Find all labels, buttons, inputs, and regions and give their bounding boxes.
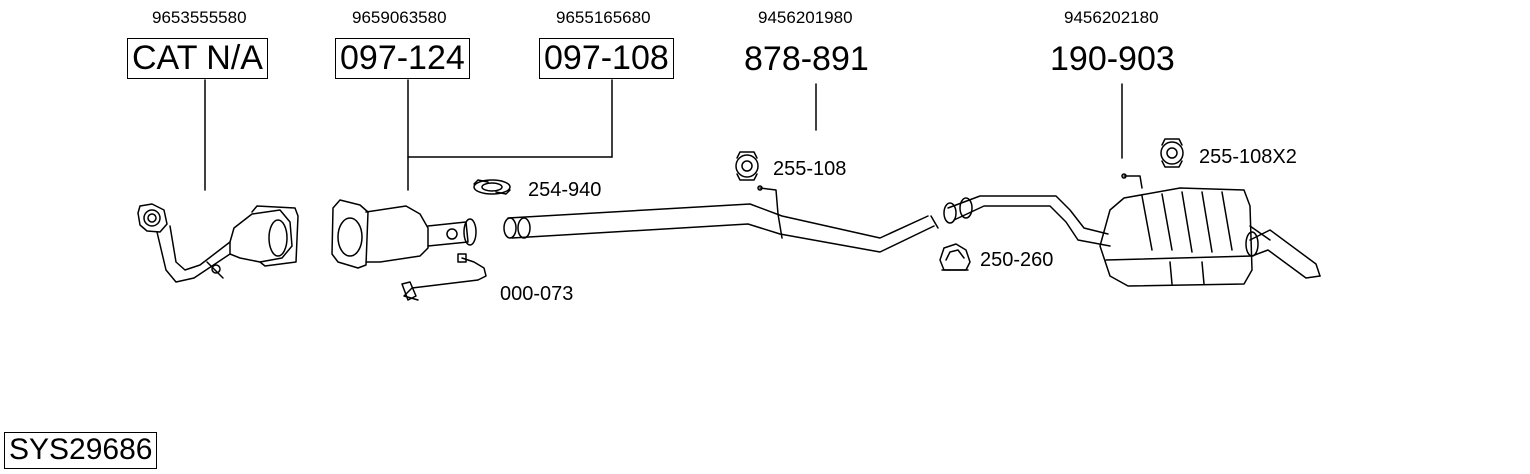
accessory-label-255-108x2[interactable]: 255-108X2: [1199, 146, 1297, 168]
part-label-190-903[interactable]: 190-903: [1050, 40, 1175, 78]
rubber-mount-255-108-icon[interactable]: [736, 152, 758, 180]
accessory-label-255-108[interactable]: 255-108: [773, 158, 847, 180]
oem-number-878-891: 9456201980: [758, 8, 853, 27]
clamp-250-260-icon[interactable]: [940, 244, 970, 270]
part-label-097-124[interactable]: 097-124: [335, 38, 470, 79]
rubber-mount-255-108x2-icon[interactable]: [1161, 139, 1183, 167]
filter-assembly-part[interactable]: [332, 200, 486, 300]
accessory-label-000-073[interactable]: 000-073: [500, 283, 574, 305]
system-code-label: SYS29686: [4, 432, 158, 469]
oem-number-097-124: 9659063580: [352, 8, 447, 27]
part-label-878-891[interactable]: 878-891: [744, 40, 869, 78]
catalytic-converter-part[interactable]: [138, 204, 298, 282]
clamp-254-940-icon[interactable]: [474, 180, 510, 194]
leader-lines: [205, 80, 1122, 190]
oem-number-190-903: 9456202180: [1064, 8, 1159, 27]
part-label-097-108[interactable]: 097-108: [539, 38, 674, 79]
oem-number-cat: 9653555580: [152, 8, 247, 27]
rear-silencer-part[interactable]: [944, 174, 1320, 286]
oem-number-097-108: 9655165680: [556, 8, 651, 27]
part-label-cat[interactable]: CAT N/A: [127, 38, 268, 79]
accessory-label-250-260[interactable]: 250-260: [980, 249, 1054, 271]
intermediate-pipe-part[interactable]: [504, 186, 938, 252]
accessory-label-254-940[interactable]: 254-940: [528, 179, 602, 201]
